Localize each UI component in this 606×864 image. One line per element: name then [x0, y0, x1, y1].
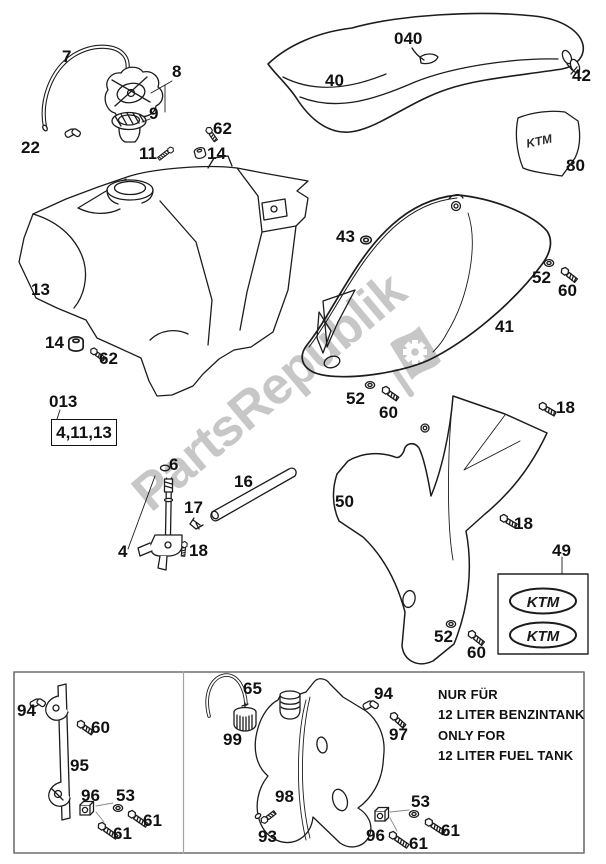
ref-box: 4,11,13	[51, 419, 117, 446]
part-label-52: 52	[434, 627, 453, 646]
part-label-18: 18	[556, 398, 575, 417]
hose-clamp-icon	[189, 517, 204, 530]
fuel-hose-drawing	[210, 467, 297, 522]
note-line-2: 12 LITER BENZINTANK	[438, 707, 585, 722]
washer-icon-43	[359, 235, 373, 245]
elbow-fitting-icon	[63, 127, 82, 139]
part-label-61: 61	[113, 824, 132, 843]
part-label-9: 9	[149, 104, 159, 123]
bolt-icon-61	[387, 829, 411, 850]
aux-tank-cap-drawing	[233, 702, 257, 732]
bolt-icon-11	[156, 145, 176, 162]
spoiler-drawing	[332, 395, 548, 665]
ktm-sticker-80: KTM	[515, 110, 581, 177]
part-label-43: 43	[336, 227, 355, 246]
part-label-14: 14	[45, 333, 64, 352]
leader-lines	[56, 80, 563, 832]
part-label-94: 94	[374, 684, 393, 703]
washer-icon-53	[408, 809, 420, 819]
washer-icon-53	[112, 803, 124, 813]
screw-icon-18	[180, 540, 188, 557]
part-label-93: 93	[258, 827, 277, 846]
part-label-4: 4	[118, 542, 128, 561]
cap-gasket-drawing	[111, 111, 147, 143]
part-label-6: 6	[169, 455, 179, 474]
part-label-50: 50	[335, 492, 354, 511]
note-line-4: 12 LITER FUEL TANK	[438, 748, 574, 763]
part-label-65: 65	[243, 679, 262, 698]
o-ring-icon	[159, 464, 171, 472]
part-label-52: 52	[532, 268, 551, 287]
part-label-22: 22	[21, 138, 40, 157]
ktm-logo-text: KTM	[525, 131, 554, 150]
part-label-17: 17	[184, 498, 203, 517]
screw-icon-60	[380, 384, 401, 402]
fuel-cap-drawing	[104, 66, 164, 120]
part-label-62: 62	[213, 119, 232, 138]
part-label-11: 11	[139, 144, 157, 163]
part-label-94: 94	[17, 701, 36, 720]
part-label-52: 52	[346, 389, 365, 408]
ktm-oval-logo-text: KTM	[527, 594, 560, 611]
part-label-61: 61	[441, 821, 460, 840]
part-label-53: 53	[116, 786, 135, 805]
option-box	[13, 671, 585, 854]
part-label-95: 95	[70, 756, 89, 775]
fitting-93-icon	[254, 808, 278, 826]
part-label-14: 14	[207, 144, 226, 163]
ktm-sticker-sheet: KTM KTM	[497, 573, 589, 655]
part-label-98: 98	[275, 787, 294, 806]
part-label-49: 49	[552, 541, 571, 560]
aux-fuel-tank-drawing	[254, 678, 385, 848]
seat-drawing	[267, 12, 585, 133]
part-label-42: 42	[572, 66, 591, 85]
fuel-petcock-drawing	[137, 477, 183, 571]
washer-icon-52	[364, 380, 376, 390]
part-label-80: 80	[566, 156, 585, 175]
part-label-40: 40	[325, 71, 344, 90]
part-label-040: 040	[394, 29, 423, 48]
side-panel-drawing	[301, 194, 552, 378]
ref-box-label: 013	[49, 392, 78, 411]
seat-damper-drawing	[561, 49, 581, 75]
part-label-7: 7	[62, 47, 72, 66]
part-label-99: 99	[223, 730, 242, 749]
part-label-8: 8	[172, 62, 182, 81]
note-line-1: NUR FÜR	[438, 687, 498, 702]
part-label-97: 97	[389, 725, 408, 744]
vent-hose-drawing	[41, 44, 130, 132]
part-label-96: 96	[81, 786, 100, 805]
part-label-16: 16	[234, 472, 253, 491]
part-label-61: 61	[409, 834, 428, 853]
gear-flag-icon	[390, 326, 441, 397]
screw-icon-18	[537, 400, 558, 418]
nut-block-icon-96	[374, 806, 390, 822]
part-label-61: 61	[143, 811, 162, 830]
note-line-3: ONLY FOR	[438, 728, 506, 743]
tank-strap-drawing	[45, 683, 71, 821]
part-label-60: 60	[558, 281, 577, 300]
part-label-18: 18	[189, 541, 208, 560]
spacer-icon-14	[68, 336, 84, 352]
part-label-62: 62	[99, 349, 118, 368]
part-label-60: 60	[91, 718, 110, 737]
part-label-60: 60	[379, 403, 398, 422]
breather-hose-drawing	[205, 673, 248, 718]
part-label-60: 60	[467, 643, 486, 662]
part-label-96: 96	[366, 826, 385, 845]
part-label-53: 53	[411, 792, 430, 811]
part-label-18: 18	[514, 514, 533, 533]
fuel-tank-drawing	[18, 155, 309, 397]
part-label-13: 13	[31, 280, 50, 299]
washer-icon-52	[543, 258, 555, 268]
spacer-icon-14	[192, 145, 208, 161]
ktm-oval-logo-text: KTM	[527, 628, 560, 645]
part-label-41: 41	[495, 317, 514, 336]
